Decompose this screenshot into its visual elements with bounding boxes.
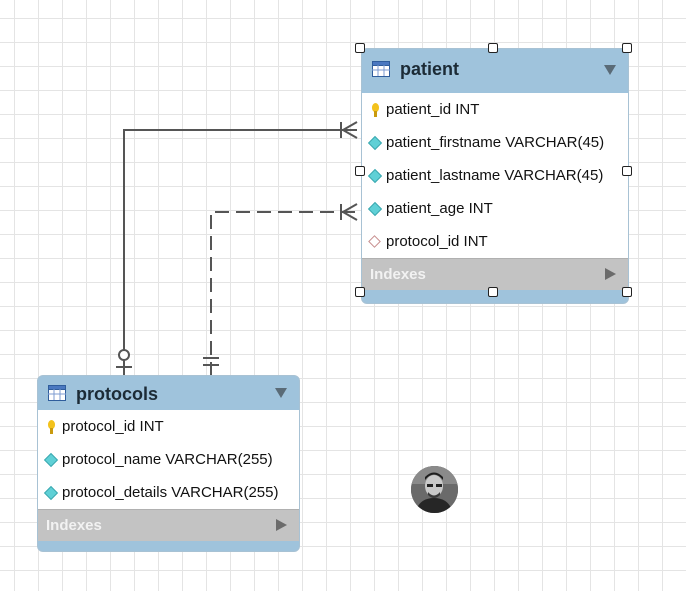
resize-handle-top-center[interactable] [488,43,498,53]
indexes-section[interactable]: Indexes [38,509,299,541]
table-footer [38,541,299,551]
table-icon [372,61,390,77]
column-row[interactable]: patient_firstname VARCHAR(45) [362,126,628,159]
indexes-label: Indexes [46,517,102,534]
primary-key-icon [46,419,56,434]
resize-handle-middle-left[interactable] [355,166,365,176]
column-label: protocol_id INT [62,418,164,435]
column-diamond-icon [46,486,56,500]
protocols-table[interactable]: protocols protocol_id INT protocol_name … [37,375,300,552]
table-title: protocols [76,384,159,404]
indexes-section[interactable]: Indexes [362,258,628,290]
expand-arrow-icon[interactable] [605,268,616,280]
collapse-arrow-icon[interactable] [275,388,287,398]
column-diamond-icon [370,202,380,216]
column-row[interactable]: patient_lastname VARCHAR(45) [362,159,628,192]
column-row[interactable]: patient_age INT [362,192,628,225]
expand-arrow-icon[interactable] [276,519,287,531]
resize-handle-bottom-right[interactable] [622,287,632,297]
column-list: patient_id INT patient_firstname VARCHAR… [362,93,628,258]
column-row[interactable]: protocol_details VARCHAR(255) [38,476,299,509]
column-diamond-icon [370,169,380,183]
column-diamond-icon [370,136,380,150]
column-label: patient_id INT [386,101,480,118]
person-photo-icon [411,466,458,513]
collapse-arrow-icon[interactable] [604,65,616,75]
column-row[interactable]: protocol_id INT [38,410,299,443]
column-label: patient_age INT [386,200,493,217]
column-diamond-icon [46,453,56,467]
column-label: patient_lastname VARCHAR(45) [386,167,604,184]
foreign-key-icon [370,235,380,249]
resize-handle-bottom-center[interactable] [488,287,498,297]
resize-handle-top-left[interactable] [355,43,365,53]
table-icon [48,385,66,401]
column-label: patient_firstname VARCHAR(45) [386,134,605,151]
resize-handle-middle-right[interactable] [622,166,632,176]
resize-handle-bottom-left[interactable] [355,287,365,297]
column-row[interactable]: protocol_id INT [362,225,628,258]
patient-table-header[interactable]: patient [362,49,628,93]
indexes-label: Indexes [370,266,426,283]
column-label: protocol_name VARCHAR(255) [62,451,273,468]
resize-handle-top-right[interactable] [622,43,632,53]
column-row[interactable]: protocol_name VARCHAR(255) [38,443,299,476]
primary-key-icon [370,102,380,117]
column-row[interactable]: patient_id INT [362,93,628,126]
relationship-dashed[interactable] [203,203,358,376]
protocols-table-header[interactable]: protocols [38,376,299,410]
relationship-solid[interactable] [116,121,358,376]
avatar[interactable] [411,466,458,513]
column-label: protocol_id INT [386,233,488,250]
column-label: protocol_details VARCHAR(255) [62,484,279,501]
table-title: patient [400,59,460,79]
column-list: protocol_id INT protocol_name VARCHAR(25… [38,410,299,509]
patient-table[interactable]: patient patient_id INT patient_firstname… [361,48,629,304]
